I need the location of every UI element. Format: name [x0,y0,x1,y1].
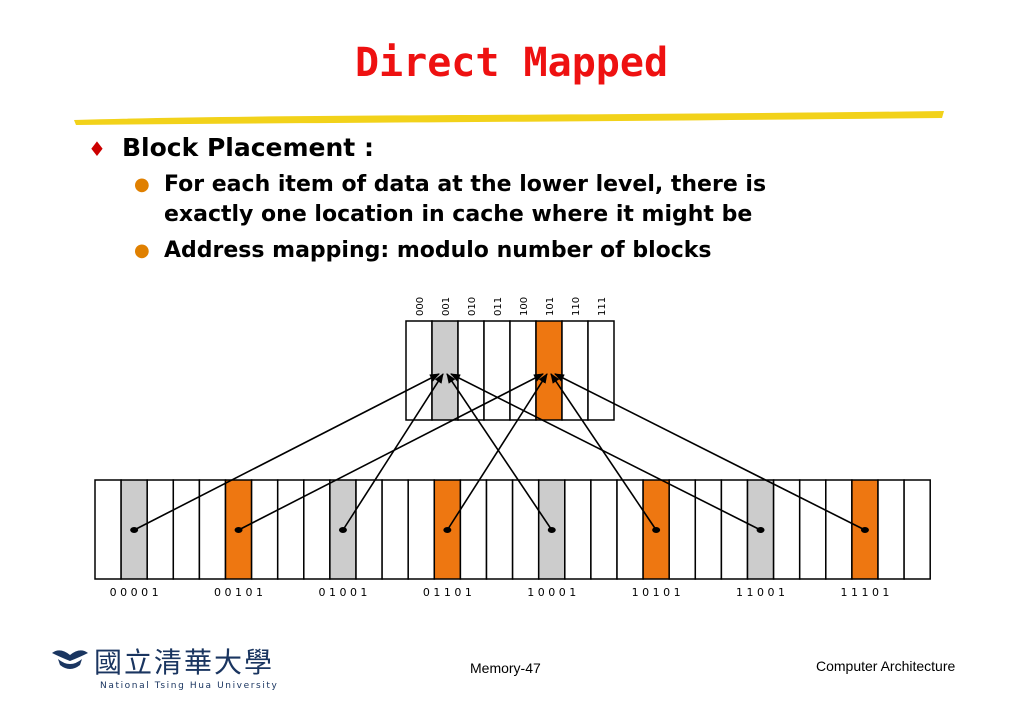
mapping-arrows [130,373,869,533]
memory-block-20 [616,479,644,580]
cache-index-label: 101 [545,297,556,316]
mapping-arrow [133,373,440,531]
memory-address-label: 0 0 0 0 1 [110,586,159,599]
memory-block-19 [590,479,618,580]
subbullet-1-line-1: For each item of data at the lower level… [164,172,767,197]
cache-index-label: 000 [415,297,426,316]
memory-block-26 [772,479,801,580]
memory-block-18 [564,479,592,580]
memory-address-label: 0 1 0 0 1 [318,586,367,599]
memory-block-23 [694,479,723,580]
memory-block-3 [172,479,201,580]
memory-address-label: 1 0 0 0 1 [527,586,576,599]
memory-block-0 [94,479,122,580]
memory-address-label: 0 1 1 0 1 [423,586,472,599]
memory-block-16 [511,479,540,580]
cache-block-2 [457,320,485,421]
memory-block-14 [459,479,488,580]
mapping-arrow [446,373,553,531]
nthu-emblem-icon [52,650,88,669]
mapping-source-dot [338,527,347,533]
cache-index-label: 010 [467,297,478,316]
title-underline [74,111,944,125]
cache-block-3 [483,320,511,421]
mapping-source-dot [234,527,243,533]
cache-block-0 [405,320,433,421]
memory-block-27 [798,479,827,580]
dot-bullet-icon: ● [134,240,150,261]
bullet-text: Block Placement : [122,133,374,162]
memory-block-6 [250,479,279,580]
subbullet-2-line-1: Address mapping: modulo number of blocks [164,238,712,263]
footer-page-number: Memory-47 [470,660,541,676]
memory-block-28 [825,479,853,580]
cache-index-label: 011 [493,297,504,316]
mapping-arrow [554,373,866,531]
memory-block-11 [381,479,409,580]
dot-bullet-icon: ● [134,174,150,195]
memory-address-label: 1 1 1 0 1 [840,586,889,599]
cache-index-label: 100 [519,297,530,316]
memory-address-label: 1 0 1 0 1 [632,586,681,599]
memory-block-9 [329,479,357,580]
cache-block-7 [587,320,615,421]
footer-course-name: Computer Architecture [816,658,956,674]
memory-block-30 [877,479,905,580]
memory-address-label: 1 1 0 0 1 [736,586,785,599]
memory-block-25 [746,479,775,580]
mapping-source-dot [130,527,139,533]
memory-block-22 [668,479,697,580]
cache-index-label: 111 [597,297,608,316]
mapping-source-dot [652,527,661,533]
memory-block-7 [276,479,305,580]
mapping-arrow [550,373,657,531]
mapping-arrow [450,373,761,531]
mapping-arrow [238,373,544,531]
mapping-source-dot [860,527,869,533]
memory-block-8 [303,479,331,580]
memory-block-10 [355,479,383,580]
cache-index-label: 110 [571,297,582,316]
diamond-bullet-icon: ♦ [88,137,106,161]
memory-block-2 [146,479,175,580]
cache-block-1 [431,320,459,421]
memory-address-label: 0 0 1 0 1 [214,586,263,599]
memory-block-12 [407,479,436,580]
logo-english-name: National Tsing Hua University [100,681,279,691]
mapping-source-dot [756,527,765,533]
cache-index-label: 001 [441,297,452,316]
subbullet-1-line-2: exactly one location in cache where it m… [164,202,753,227]
cache-block-6 [561,320,589,421]
logo-chinese-name: 國立清華大學 [94,646,275,679]
cache-blocks: 000 001 010 011 100 101 110 111 [405,297,615,421]
mapping-arrow [446,373,548,531]
mapping-arrow [342,373,444,531]
cache-block-5 [535,320,563,421]
mapping-source-dot [547,527,556,533]
memory-block-15 [485,479,514,580]
memory-block-4 [198,479,227,580]
university-logo: 國立清華大學 National Tsing Hua University [50,645,277,691]
memory-block-31 [903,479,931,580]
slide-title: Direct Mapped [354,40,669,86]
memory-blocks: 0 0 0 0 1 0 0 1 0 1 0 1 0 0 1 0 1 1 0 1 1 0 … [94,479,931,599]
mapping-source-dot [443,527,452,533]
memory-block-24 [720,479,749,580]
